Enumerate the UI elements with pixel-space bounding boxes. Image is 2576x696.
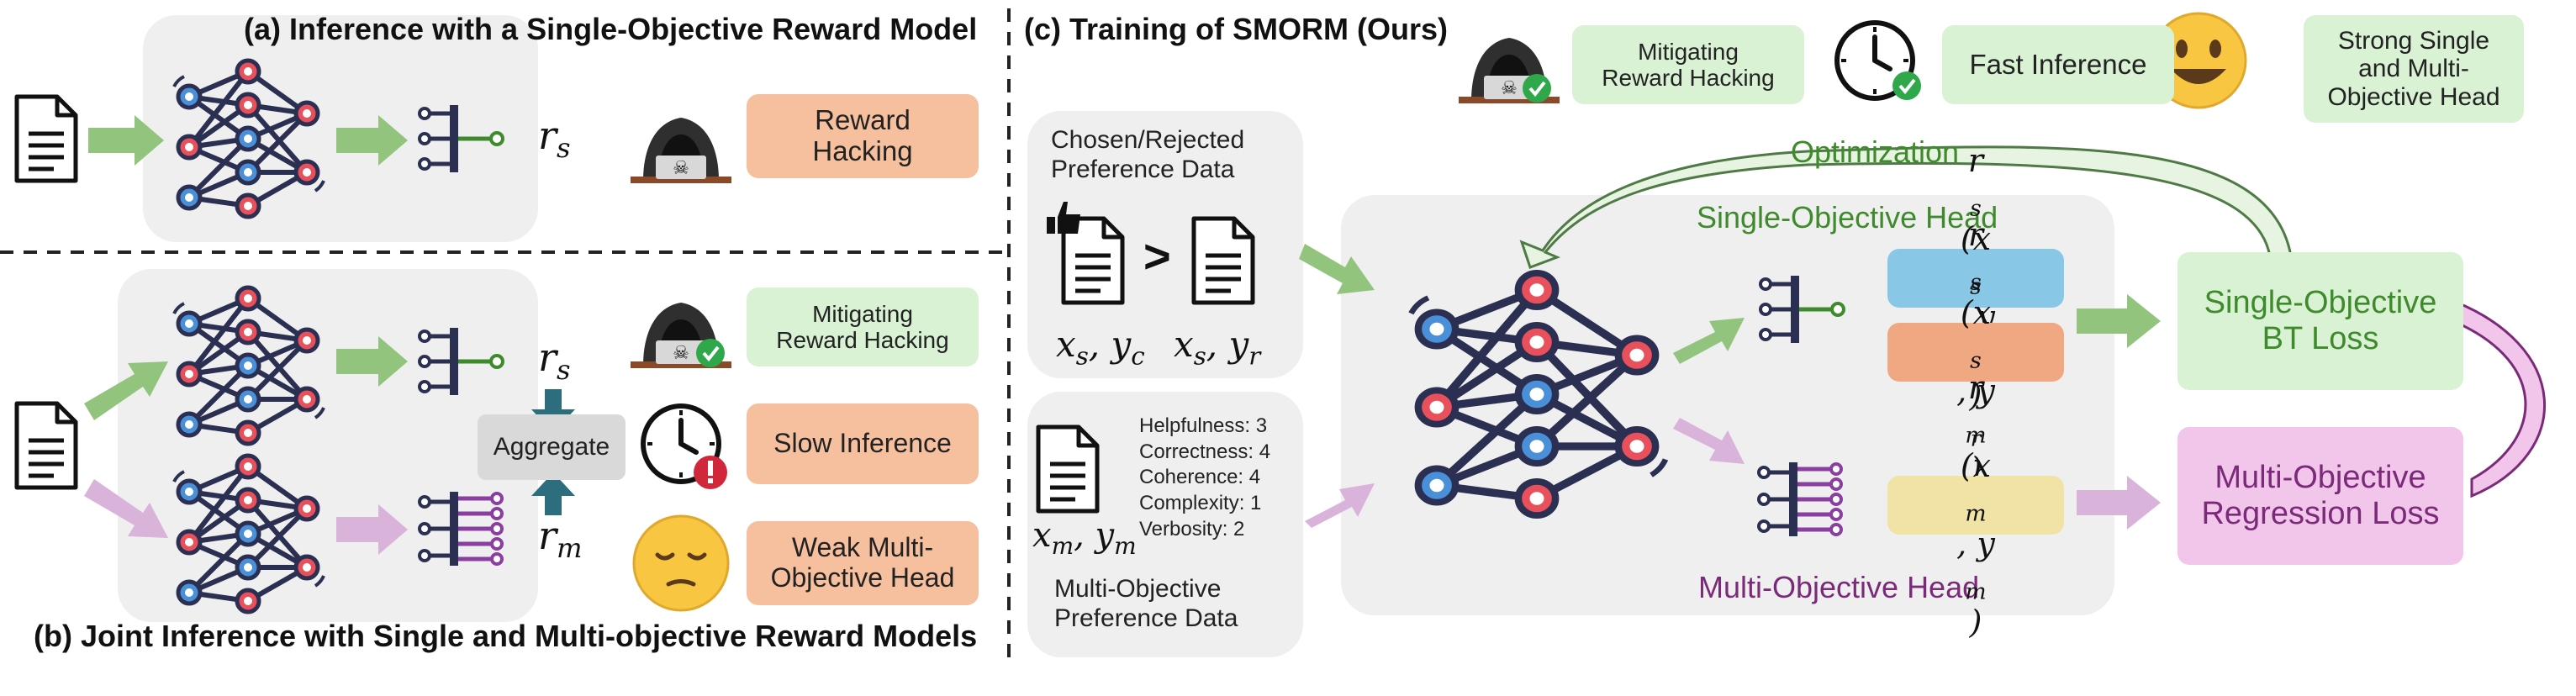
score-complexity: Complexity: 1 [1139, 492, 1262, 515]
smiley-icon [2150, 12, 2247, 109]
slow-inference-label: Slow Inference [773, 428, 952, 459]
check-icon-fast [1891, 70, 1923, 102]
input-doc-icon [17, 97, 76, 181]
slow-inference-box: Slow Inference [747, 403, 979, 484]
single-net-icon [174, 287, 324, 444]
input-doc-icon-b [17, 403, 76, 488]
top-mitigating-line1: Mitigating [1638, 38, 1739, 65]
score-correctness: Correctness: 4 [1139, 440, 1271, 463]
thumbs-up-icon [1047, 202, 1080, 234]
panel-c-title: (c) Training of SMORM (Ours) [1024, 12, 1448, 46]
chosen-rejected-line1: Chosen/Rejected [1051, 126, 1245, 154]
score-verbosity: Verbosity: 2 [1139, 517, 1245, 540]
hacker-icon [631, 118, 731, 183]
top-strong-line3: Objective Head [2327, 82, 2500, 111]
reward-hacking-line1: Reward [815, 104, 911, 136]
aggregate-box: Aggregate [478, 414, 626, 480]
aggregate-label: Aggregate [493, 433, 610, 461]
reward-symbol-rs-b: rs [538, 335, 571, 387]
multi-doc-icon [1038, 427, 1097, 511]
weak-head-line1: Weak Multi- [791, 532, 934, 563]
multi-pref-title: Multi-Objective Preference Data [1054, 575, 1238, 633]
top-fast-box: Fast Inference [1942, 25, 2174, 104]
panel-b-title: (b) Joint Inference with Single and Mult… [34, 619, 978, 653]
single-head-icon-c [1760, 276, 1844, 343]
top-mitigating-line2: Reward Hacking [1602, 65, 1775, 91]
reward-hacking-line2: Hacking [812, 135, 913, 166]
top-fast-label: Fast Inference [1969, 48, 2147, 80]
bt-loss-line2: BT Loss [2262, 321, 2379, 356]
chosen-rejected-line2: Preference Data [1051, 155, 1235, 183]
reward-symbol-rm-b: rm [538, 513, 583, 565]
xs-yr-label: xs, yr [1174, 324, 1261, 371]
sad-face-icon [632, 514, 730, 612]
greater-than-symbol: > [1143, 229, 1171, 282]
scores-list: Helpfulness: 3 Correctness: 4 Coherence:… [1139, 414, 1270, 543]
smorm-net-icon [1411, 273, 1665, 515]
reg-loss-line2: Regression Loss [2201, 496, 2440, 531]
single-head-icon [420, 105, 503, 172]
top-strong-line1: Strong Single [2337, 26, 2490, 55]
panel-c-graphics [1038, 12, 2547, 536]
neural-net-icon [174, 61, 324, 217]
multi-pref-line2: Preference Data [1054, 604, 1238, 632]
weak-head-box: Weak Multi-Objective Head [747, 521, 979, 605]
xm-ym-label: xm, ym [1032, 516, 1137, 560]
score-coherence: Coherence: 4 [1139, 466, 1261, 489]
multi-head-label: Multi-Objective Head [1698, 570, 1980, 604]
score-helpfulness: Helpfulness: 3 [1139, 414, 1268, 437]
bt-loss-line1: Single-Objective [2204, 285, 2437, 321]
alert-icon [694, 456, 727, 489]
multi-head-icon-b [420, 492, 502, 566]
check-icon-b [694, 337, 726, 369]
multi-net-icon [174, 456, 324, 612]
reward-symbol-rs-a: rs [538, 113, 571, 165]
rejected-doc-icon [1194, 219, 1253, 303]
weak-head-line2: Objective Head [770, 562, 955, 593]
mitigating-b-line1: Mitigating [812, 300, 913, 327]
chosen-rejected-title: Chosen/Rejected Preference Data [1051, 126, 1244, 184]
panel-a-graphics [17, 61, 731, 217]
reg-loss-line1: Multi-Objective [2214, 460, 2426, 496]
xs-yc-label: xs, yc [1056, 324, 1145, 371]
panel-a-title: (a) Inference with a Single-Objective Re… [244, 12, 978, 46]
optimization-label: Optimization [1791, 134, 1960, 169]
multi-head-icon-c [1759, 462, 1841, 536]
check-icon-c [1521, 72, 1553, 104]
single-head-icon-b [420, 328, 503, 395]
top-strong-line2: and Multi- [2358, 55, 2469, 83]
panel-b-graphics [17, 287, 731, 612]
mitigating-b-line2: Reward Hacking [776, 327, 949, 353]
single-head-label: Single-Objective Head [1697, 200, 1998, 235]
multi-pref-line1: Multi-Objective [1054, 575, 1222, 603]
